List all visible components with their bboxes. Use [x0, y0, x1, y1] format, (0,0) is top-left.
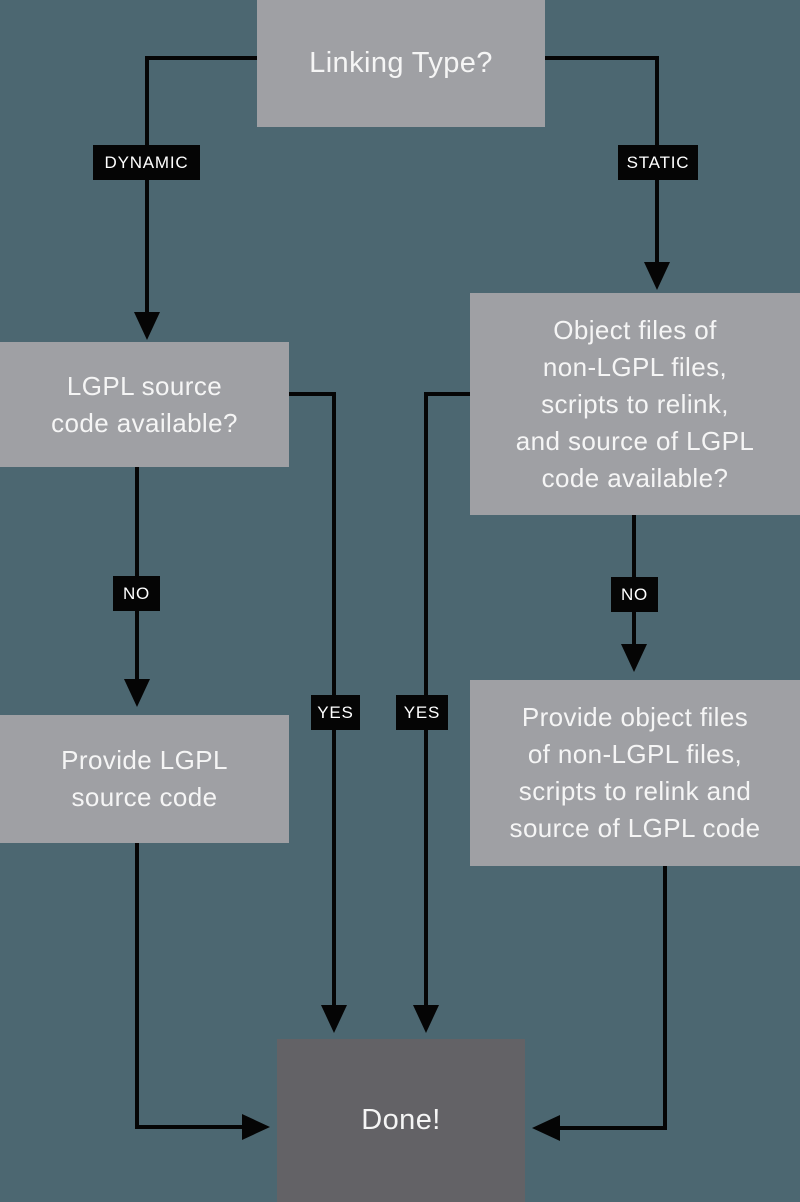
connector-static-horizontal	[545, 56, 657, 60]
connector-provide-lgpl-down	[135, 843, 139, 1129]
node-done: Done!	[277, 1039, 525, 1202]
node-lgpl-source-available: LGPL source code available?	[0, 342, 289, 467]
arrowhead-into-provide-object	[621, 644, 647, 672]
edge-label-no-left: NO	[113, 576, 160, 611]
edge-label-no-right: NO	[611, 577, 658, 612]
arrowhead-into-provide-lgpl	[124, 679, 150, 707]
arrowhead-into-object-available	[644, 262, 670, 290]
edge-label-dynamic: DYNAMIC	[93, 145, 200, 180]
arrowhead-yes-right-into-done	[413, 1005, 439, 1033]
connector-provide-lgpl-to-done	[135, 1125, 242, 1129]
connector-provide-object-down	[663, 866, 667, 1130]
node-provide-object-files: Provide object files of non-LGPL files, …	[470, 680, 800, 866]
connector-dynamic-horizontal	[145, 56, 258, 60]
arrowhead-into-lgpl-available	[134, 312, 160, 340]
arrowhead-into-done-left	[242, 1114, 270, 1140]
edge-label-yes-right: YES	[396, 695, 448, 730]
arrowhead-into-done-right	[532, 1115, 560, 1141]
connector-provide-object-to-done	[560, 1126, 667, 1130]
connector-yes-left-horizontal	[289, 392, 334, 396]
edge-label-yes-left: YES	[311, 695, 360, 730]
connector-no-left-vertical	[135, 467, 139, 679]
connector-yes-right-horizontal	[424, 392, 470, 396]
node-object-files-available: Object files of non-LGPL files, scripts …	[470, 293, 800, 515]
edge-label-static: STATIC	[618, 145, 698, 180]
node-linking-type: Linking Type?	[257, 0, 545, 127]
arrowhead-yes-left-into-done	[321, 1005, 347, 1033]
connector-dynamic-vertical	[145, 56, 149, 314]
node-provide-lgpl-source: Provide LGPL source code	[0, 715, 289, 843]
